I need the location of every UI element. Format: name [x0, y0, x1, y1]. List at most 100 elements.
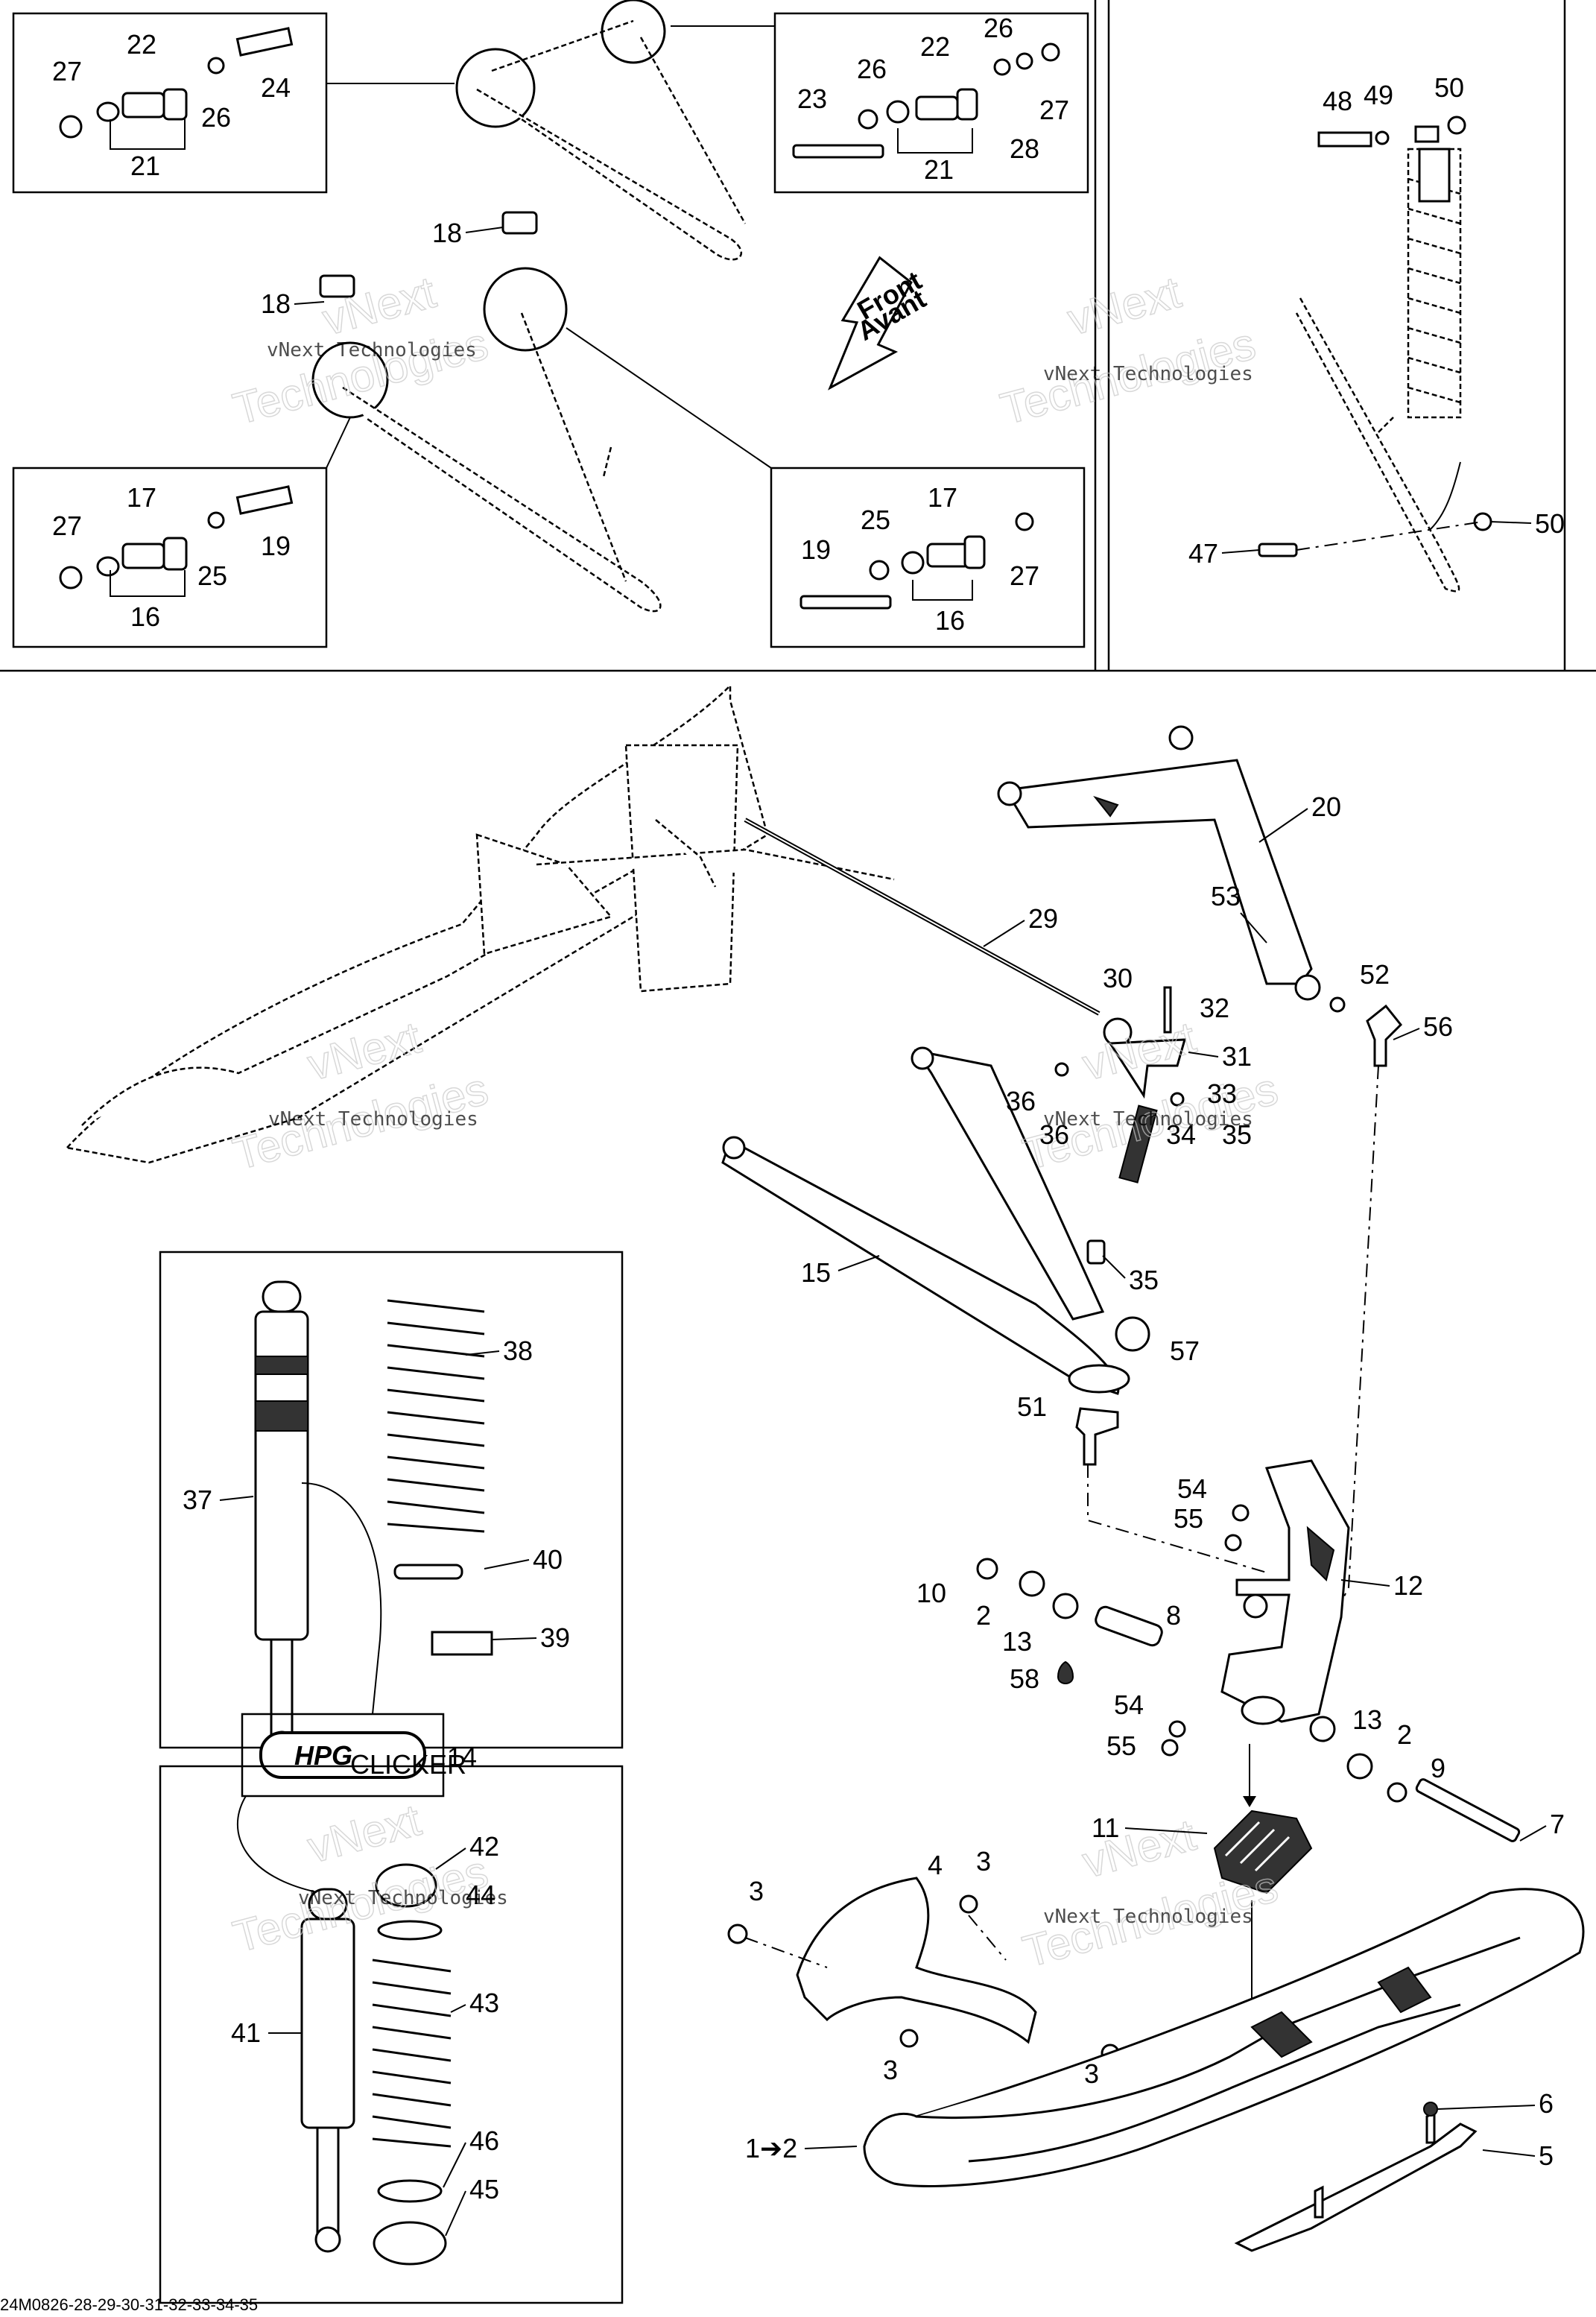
callout-17: 17: [928, 482, 957, 513]
callout-34: 34: [1166, 1119, 1196, 1150]
callout-24: 24: [261, 72, 291, 103]
callout-46: 46: [469, 2125, 499, 2156]
callout-25: 25: [861, 505, 890, 535]
callout-19: 19: [261, 531, 291, 561]
svg-text:vNext Technologies: vNext Technologies: [1043, 363, 1253, 385]
callout-57: 57: [1170, 1335, 1200, 1366]
ball-joints: [1075, 996, 1403, 1633]
bushing-callout-circle: [455, 48, 536, 128]
callout-31: 31: [1222, 1041, 1252, 1072]
callout-27: 27: [1039, 95, 1069, 125]
callout-21: 21: [924, 154, 954, 185]
bushing-callout-circle: [601, 0, 666, 64]
callout-13: 13: [1002, 1626, 1032, 1657]
callout-25: 25: [197, 560, 227, 591]
callout-47: 47: [1188, 538, 1218, 569]
ski-handle-4: [727, 1877, 1120, 2063]
svg-text:vNext Technologies: vNext Technologies: [268, 1108, 478, 1131]
chassis-outline: [65, 683, 895, 1164]
callout-labels: 27 22 26 24 21 23 26 22 26 27 28 21 18 1…: [52, 13, 1565, 2237]
callout-3: 3: [1084, 2058, 1099, 2089]
sway-bar-link: [744, 818, 1101, 1016]
front-direction-arrow: Front Avant: [828, 256, 931, 391]
upper-a-arm-detail: [12, 0, 1089, 261]
callout-50: 50: [1434, 72, 1464, 103]
callout-22: 22: [920, 31, 950, 62]
callout-50: 50: [1535, 508, 1565, 539]
callout-27: 27: [1010, 560, 1039, 591]
bushing-callout-circle: [483, 267, 568, 352]
callout-19: 19: [801, 534, 831, 565]
callout-39: 39: [540, 1622, 570, 1653]
callout-28: 28: [1010, 133, 1039, 164]
callout-1-2: 1➔2: [745, 2133, 797, 2163]
callout-42: 42: [469, 1831, 499, 1862]
callout-55: 55: [1174, 1503, 1203, 1534]
callout-53: 53: [1211, 881, 1241, 911]
callout-54: 54: [1177, 1473, 1207, 1504]
callout-2: 2: [1397, 1719, 1412, 1750]
callout-27: 27: [52, 511, 82, 541]
callout-14: 14: [447, 1742, 477, 1772]
callout-7: 7: [1550, 1809, 1565, 1839]
callout-2: 2: [976, 1600, 991, 1631]
callout-51: 51: [1017, 1391, 1047, 1422]
callout-12: 12: [1393, 1570, 1423, 1601]
callout-26: 26: [201, 102, 231, 133]
spindle-12: [1220, 1459, 1350, 1725]
callout-43: 43: [469, 1988, 499, 2018]
callout-49: 49: [1364, 80, 1393, 110]
callout-22: 22: [127, 29, 156, 60]
lower-a-arm-detail: [12, 211, 1086, 648]
panel-separators: [0, 0, 1596, 672]
callout-26: 26: [984, 13, 1013, 43]
callout-21: 21: [130, 151, 160, 181]
svg-text:vNext Technologies: vNext Technologies: [1043, 1108, 1253, 1131]
callout-4: 4: [928, 1850, 943, 1880]
callout-3: 3: [749, 1876, 764, 1906]
spindle-hardware: [976, 1504, 1521, 1842]
callout-33: 33: [1207, 1078, 1237, 1109]
callout-20: 20: [1311, 791, 1341, 822]
callout-11: 11: [1092, 1812, 1119, 1843]
callout-36: 36: [1006, 1086, 1036, 1116]
callout-8: 8: [1166, 1600, 1181, 1631]
callout-30: 30: [1103, 963, 1133, 993]
hpg-sub: CLICKER: [350, 1749, 466, 1780]
callout-55: 55: [1106, 1730, 1136, 1761]
callout-3: 3: [976, 1846, 991, 1877]
callout-41: 41: [231, 2017, 261, 2048]
callout-36: 36: [1039, 1119, 1069, 1150]
callout-18: 18: [261, 288, 291, 319]
callout-35: 35: [1129, 1265, 1159, 1295]
sway-bar-arm: [1054, 986, 1187, 1265]
callout-45: 45: [469, 2174, 499, 2204]
shock-mount-detail: [1258, 116, 1492, 592]
callout-6: 6: [1539, 2088, 1554, 2119]
upper-a-arm: [476, 19, 747, 261]
callout-18: 18: [432, 218, 462, 248]
callout-3: 3: [883, 2055, 898, 2085]
callout-10: 10: [916, 1578, 946, 1608]
callout-16: 16: [935, 605, 965, 636]
shock-box-upper: [159, 1251, 624, 1757]
watermarks: vNext Technologies vNext Technologies vN…: [227, 266, 1283, 1977]
ski-runner-5: [1234, 2102, 1478, 2252]
callout-9: 9: [1431, 1753, 1445, 1783]
callout-27: 27: [52, 56, 82, 86]
svg-text:vNext Technologies: vNext Technologies: [1043, 1906, 1253, 1928]
lower-a-arm-15: [721, 1046, 1150, 1395]
a-arm-right: [1295, 297, 1460, 592]
svg-text:vNext Technologies: vNext Technologies: [298, 1887, 508, 1909]
shock-coil: [1407, 148, 1462, 419]
callout-17: 17: [127, 482, 156, 513]
callout-44: 44: [466, 1880, 495, 1910]
callout-52: 52: [1360, 959, 1390, 990]
detail-box-upper-left: [12, 12, 328, 194]
callout-37: 37: [183, 1485, 212, 1515]
callout-58: 58: [1010, 1663, 1039, 1694]
callout-16: 16: [130, 601, 160, 632]
detail-box-upper-right: [773, 12, 1089, 194]
lower-a-arm: [342, 312, 662, 613]
callout-26: 26: [857, 54, 887, 84]
